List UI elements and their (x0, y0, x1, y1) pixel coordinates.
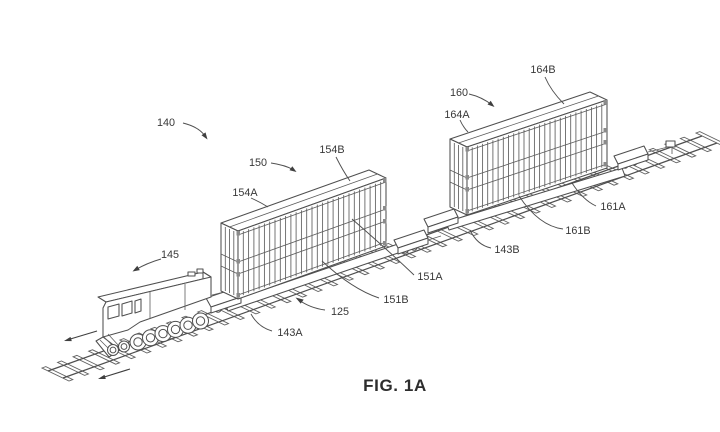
leader-151A (351, 218, 415, 276)
stack1-end-seam (220, 265, 239, 275)
leader-140 (182, 122, 206, 137)
stack2-end-seam (449, 181, 468, 191)
stack2-top-rail (466, 103, 608, 152)
direction-arrowhead-lower (98, 374, 106, 379)
leader-145 (134, 258, 162, 271)
car-end-platform-left-face (427, 216, 459, 234)
car-end-platform-right-face (617, 153, 649, 171)
coupler (427, 235, 442, 241)
cab-window (107, 303, 120, 320)
locomotive (95, 268, 225, 358)
label-145: 145 (161, 249, 179, 261)
stack2-seam-lower (466, 142, 608, 191)
arrowhead-140 (201, 132, 208, 140)
stack2-seam-upper (466, 130, 608, 179)
leader-151B (321, 260, 380, 299)
stack2-corrugations (471, 103, 603, 212)
label-160: 160 (450, 87, 468, 99)
label-154A: 154A (232, 187, 258, 199)
leader-161A (571, 182, 597, 207)
stack1-bottom-rail (237, 241, 387, 296)
leader-125 (298, 299, 326, 311)
label-143B: 143B (494, 244, 519, 256)
direction-arrow-upper (66, 330, 98, 341)
label-150: 150 (249, 157, 267, 169)
cab-window (134, 298, 142, 314)
car-side-sill (445, 167, 626, 231)
rail-near (62, 142, 718, 379)
label-140: 140 (157, 117, 175, 129)
label-161B: 161B (565, 225, 590, 237)
pilot-step (107, 333, 120, 347)
label-154B: 154B (319, 144, 344, 156)
cab-window (121, 300, 133, 317)
arrowhead-145 (132, 265, 140, 272)
stack2-roof-midline (458, 95, 599, 144)
label-151A: 151A (417, 271, 443, 283)
arrowhead-160 (487, 100, 495, 107)
label-164B: 164B (530, 64, 555, 76)
leader-161B (518, 195, 564, 230)
loco-roof-vent (196, 268, 204, 274)
leader-164A (459, 119, 469, 133)
stack1-top-rail (237, 181, 387, 236)
label-125: 125 (331, 306, 349, 318)
stack2-end-seam (449, 169, 468, 179)
coupler (211, 291, 225, 296)
reference-labels: 140 145 150 154A 154B 151A 151B 125 143A… (157, 64, 626, 339)
stack1-end-seam (220, 253, 239, 263)
stack2-bottom-rail (466, 163, 608, 212)
label-164A: 164A (444, 109, 470, 121)
leader-lines (132, 76, 597, 332)
stack2-side-face (466, 99, 608, 216)
leader-154A (250, 197, 269, 208)
stack2-end-corrugations (453, 143, 464, 211)
stack1-seam-upper (237, 208, 387, 263)
arrowhead-150 (289, 166, 297, 172)
stack1-corrugations (242, 181, 382, 296)
stack1-roof-midline (229, 173, 378, 228)
stack1-seam-lower (237, 220, 387, 275)
direction-arrows (64, 330, 131, 379)
direction-arrowhead-upper (64, 336, 72, 342)
corner-fittings (236, 100, 607, 298)
drawbar-end (665, 140, 676, 148)
direction-arrow-lower (100, 368, 131, 379)
leader-143B (469, 229, 492, 249)
car-end-platform-left-face (210, 296, 242, 314)
railcar-143B (423, 140, 676, 234)
container-stack-160 (449, 91, 608, 216)
container-stack-150 (220, 169, 387, 300)
loco-wheels (107, 312, 209, 356)
label-161A: 161A (600, 201, 626, 213)
label-143A: 143A (277, 327, 303, 339)
stack1-end-corrugations (224, 227, 235, 295)
arrowhead-125 (295, 297, 304, 304)
loco-roof-vent (187, 271, 196, 277)
loco-body-side (102, 276, 212, 338)
label-151B: 151B (383, 294, 408, 306)
car-end-platform-right-face (397, 237, 429, 255)
figure-caption: FIG. 1A (363, 376, 427, 395)
leader-154B (335, 156, 351, 182)
leader-164B (544, 76, 565, 105)
leader-143A (250, 313, 273, 332)
